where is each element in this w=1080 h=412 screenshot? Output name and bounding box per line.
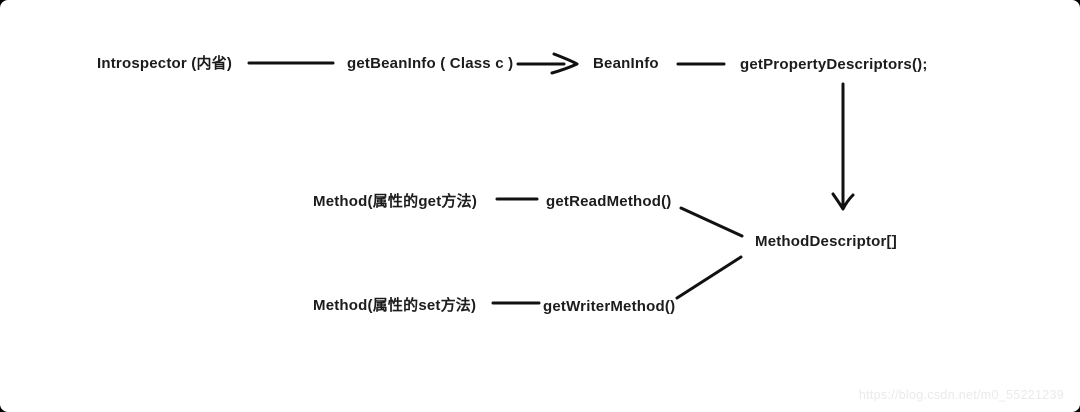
- node-get-writer-method: getWriterMethod(): [543, 298, 676, 315]
- node-introspector: Introspector (内省): [97, 55, 233, 72]
- node-get-property-descriptors: getPropertyDescriptors();: [740, 56, 928, 73]
- watermark: https://blog.csdn.net/m0_55221239: [858, 388, 1064, 402]
- node-method-get: Method(属性的get方法): [313, 193, 478, 210]
- edge-getbeaninfo-beaninfo-arrowhead: [550, 52, 579, 75]
- edge-getwritermethod-methoddescriptor: [675, 255, 743, 300]
- node-get-bean-info: getBeanInfo ( Class c ): [347, 55, 514, 72]
- node-get-read-method: getReadMethod(): [546, 193, 672, 210]
- node-method-descriptor: MethodDescriptor[]: [755, 233, 897, 250]
- edge-down-arrow-arrowhead: [831, 192, 855, 211]
- node-method-set: Method(属性的set方法): [313, 297, 477, 314]
- edge-getreadmethod-methoddescriptor: [679, 206, 744, 238]
- node-bean-info: BeanInfo: [593, 55, 659, 72]
